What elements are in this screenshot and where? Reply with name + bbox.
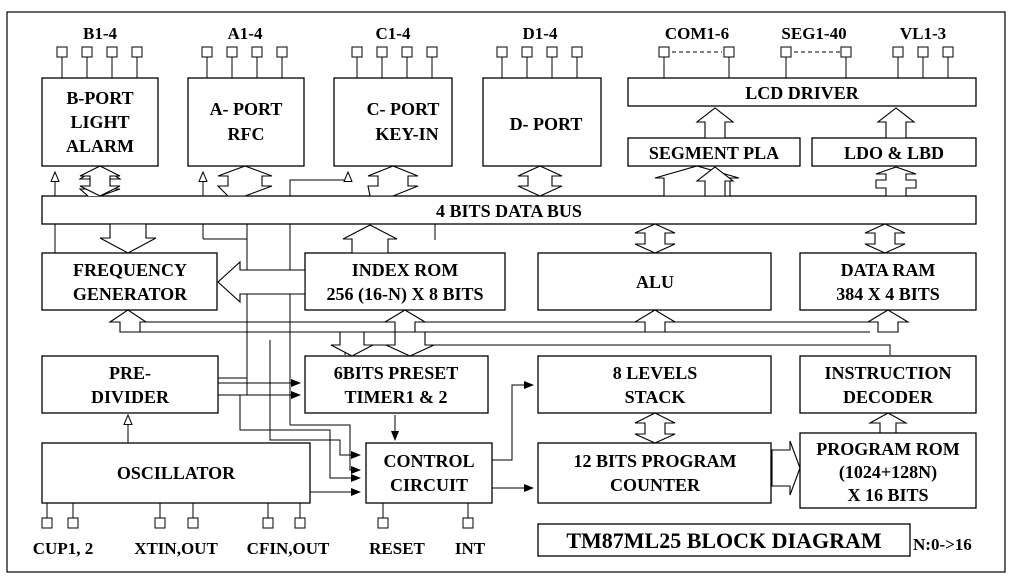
oscillator-box: [41, 442, 311, 504]
stack-label-1: 8 LEVELS: [613, 363, 698, 383]
pre-divider-label-1: PRE-: [109, 363, 151, 383]
preset-timer-label-1: 6BITS PRESET: [334, 363, 459, 383]
pin-label-xtin: XTIN,OUT: [134, 539, 218, 558]
program-counter-box: [537, 442, 772, 504]
c-port-label-2: KEY-IN: [375, 124, 438, 144]
data-ram-label-2: 384 X 4 BITS: [836, 284, 940, 304]
pins-c: [351, 46, 438, 78]
title-box: [537, 523, 911, 557]
alu-label: ALU: [636, 272, 674, 292]
frequency-generator-label-1: FREQUENCY: [73, 260, 187, 280]
preset-timer-label-2: TIMER1 & 2: [345, 387, 448, 407]
preset-timer-box: [304, 355, 489, 414]
index-rom-label-1: INDEX ROM: [352, 260, 459, 280]
control-circuit-label-1: CONTROL: [383, 451, 474, 471]
oscillator-label: OSCILLATOR: [117, 463, 236, 483]
data-bus-box: [41, 195, 977, 225]
program-rom-box: [799, 432, 977, 509]
pins-a: [201, 46, 288, 78]
pin-label-vl: VL1-3: [900, 24, 946, 43]
b-port-box: [41, 77, 159, 167]
pin-label-a: A1-4: [228, 24, 263, 43]
diagram-title: TM87ML25 BLOCK DIAGRAM: [566, 528, 882, 553]
b-port-label-1: B-PORT: [66, 88, 133, 108]
pins-bottom: [41, 503, 474, 529]
program-counter-label-2: COUNTER: [610, 475, 701, 495]
instruction-decoder-box: [799, 355, 977, 414]
instruction-decoder-label-2: DECODER: [843, 387, 934, 407]
b-port-label-2: LIGHT: [70, 112, 129, 132]
pre-divider-box: [41, 355, 219, 414]
ldo-lbd-label: LDO & LBD: [844, 143, 944, 163]
pin-label-d: D1-4: [523, 24, 558, 43]
d-port-label: D- PORT: [510, 114, 583, 134]
stack-box: [537, 355, 772, 414]
pin-label-com: COM1-6: [665, 24, 729, 43]
data-ram-box: [799, 252, 977, 311]
a-port-label-1: A- PORT: [210, 99, 283, 119]
lcd-driver-box: [627, 77, 977, 107]
instruction-decoder-label-1: INSTRUCTION: [824, 363, 951, 383]
a-port-label-2: RFC: [228, 124, 265, 144]
outer-frame: [6, 11, 1006, 573]
pins-com: [658, 46, 735, 78]
diagram-note: N:0->16: [913, 535, 972, 554]
index-rom-box: [304, 252, 506, 311]
pin-label-cup: CUP1, 2: [33, 539, 93, 558]
c-port-label-1: C- PORT: [367, 99, 440, 119]
pin-label-b: B1-4: [83, 24, 118, 43]
pins-vl: [892, 46, 954, 78]
program-rom-label-3: X 16 BITS: [847, 485, 928, 505]
bus-arrows-upper: [78, 165, 740, 197]
lcd-driver-label: LCD DRIVER: [745, 83, 860, 103]
pin-label-seg: SEG1-40: [781, 24, 846, 43]
segment-pla-label: SEGMENT PLA: [649, 143, 779, 163]
pin-label-int: INT: [455, 539, 486, 558]
segment-pla-box: [627, 137, 801, 167]
pre-divider-label-2: DIVIDER: [91, 387, 170, 407]
pin-label-reset: RESET: [369, 539, 425, 558]
pin-label-cfin: CFIN,OUT: [247, 539, 330, 558]
pin-label-c: C1-4: [376, 24, 411, 43]
control-circuit-label-2: CIRCUIT: [390, 475, 468, 495]
index-rom-label-2: 256 (16-N) X 8 BITS: [326, 284, 483, 305]
alu-box: [537, 252, 772, 311]
frequency-generator-label-2: GENERATOR: [73, 284, 188, 304]
ldo-lbd-box: [811, 137, 977, 167]
frequency-generator-box: [41, 252, 218, 311]
b-port-label-3: ALARM: [66, 136, 134, 156]
program-rom-label-2: (1024+128N): [839, 462, 937, 483]
a-port-box: [187, 77, 305, 167]
pins-d: [496, 46, 583, 78]
bus-arrows-lower: [99, 223, 906, 304]
control-circuit-box: [365, 442, 493, 504]
pins-b: [56, 46, 143, 78]
data-ram-label-1: DATA RAM: [841, 260, 936, 280]
c-port-box: [333, 77, 453, 167]
internal-bus-arrows: [108, 309, 910, 496]
program-rom-label-1: PROGRAM ROM: [816, 439, 959, 459]
d-port-box: [482, 77, 602, 167]
pins-seg: [780, 46, 852, 78]
lcd-arrows: [695, 107, 917, 197]
program-counter-label-1: 12 BITS PROGRAM: [573, 451, 736, 471]
data-bus-label: 4 BITS DATA BUS: [436, 201, 582, 221]
stack-label-2: STACK: [625, 387, 686, 407]
